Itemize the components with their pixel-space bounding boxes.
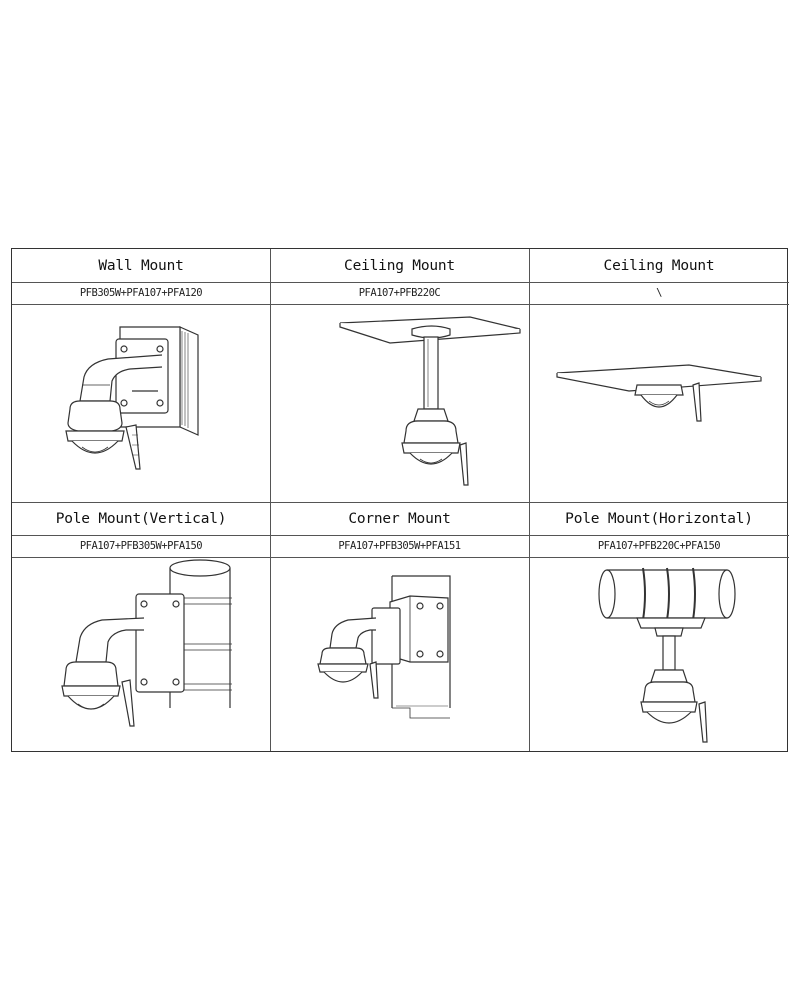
accessory-codes: PFA107+PFB220C+PFA150 xyxy=(529,535,789,558)
pole-mount-horizontal-illustration xyxy=(529,558,789,753)
row-divider xyxy=(12,502,787,503)
table-cell-pole-vertical: Pole Mount(Vertical) PFA107+PFB305W+PFA1… xyxy=(12,502,270,753)
ceiling-pendant-mount-illustration xyxy=(270,305,529,502)
corner-mount-illustration xyxy=(270,558,529,753)
pole-mount-vertical-illustration xyxy=(12,558,270,753)
table-cell-corner-mount: Corner Mount PFA107+PFB305W+PFA151 xyxy=(270,502,529,753)
mount-title: Corner Mount xyxy=(270,502,529,536)
column-divider xyxy=(270,249,271,751)
table-cell-ceiling-pendant: Ceiling Mount PFA107+PFB220C xyxy=(270,249,529,502)
mount-title: Pole Mount(Horizontal) xyxy=(529,502,789,536)
mount-title: Ceiling Mount xyxy=(529,249,789,283)
wall-mount-illustration xyxy=(12,305,270,502)
accessory-codes: \ xyxy=(529,282,789,305)
accessory-codes: PFB305W+PFA107+PFA120 xyxy=(12,282,270,305)
table-cell-wall-mount: Wall Mount PFB305W+PFA107+PFA120 xyxy=(12,249,270,502)
accessory-codes: PFA107+PFB220C xyxy=(270,282,529,305)
column-divider xyxy=(529,249,530,751)
mount-title: Ceiling Mount xyxy=(270,249,529,283)
mount-title: Pole Mount(Vertical) xyxy=(12,502,270,536)
accessory-codes: PFA107+PFB305W+PFA150 xyxy=(12,535,270,558)
table-cell-ceiling-flush: Ceiling Mount \ xyxy=(529,249,789,502)
mounting-options-table: Wall Mount PFB305W+PFA107+PFA120 xyxy=(11,248,789,753)
mount-title: Wall Mount xyxy=(12,249,270,283)
accessory-codes: PFA107+PFB305W+PFA151 xyxy=(270,535,529,558)
ceiling-flush-mount-illustration xyxy=(529,305,789,502)
table-cell-pole-horizontal: Pole Mount(Horizontal) PFA107+PFB220C+PF… xyxy=(529,502,789,753)
